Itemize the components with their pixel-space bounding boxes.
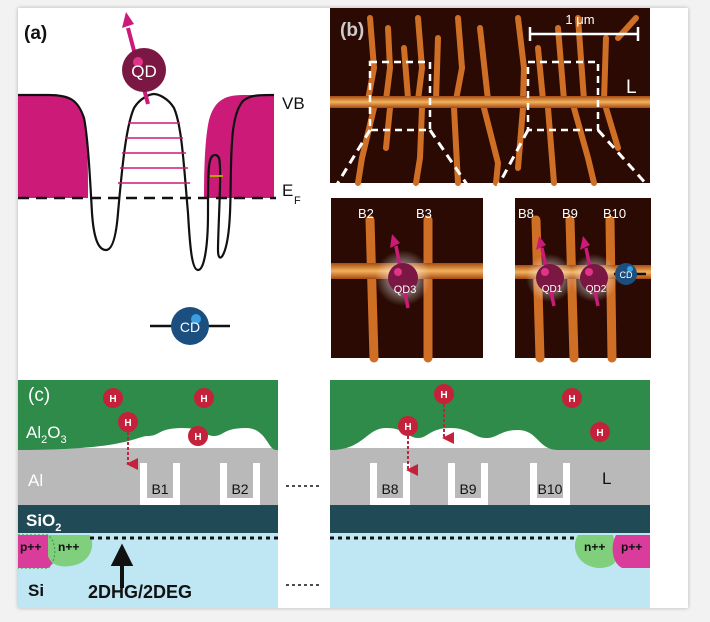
afm-main-zoom-box-right — [526, 60, 600, 132]
qd3-label: QD3 — [394, 284, 417, 296]
figure-canvas: (a) VB E F QD — [18, 8, 651, 608]
si-label: Si — [28, 581, 44, 600]
p-plus-region-right — [612, 535, 650, 568]
svg-text:H: H — [404, 422, 411, 433]
panel-c: B1 B2 p++ n++ 2DHG/2DEG (c) Al2O3 Al SiO… — [18, 380, 650, 608]
svg-text:H: H — [124, 418, 131, 429]
cd-inset-label: CD — [620, 270, 633, 280]
qd2-dot: QD2 — [570, 236, 618, 307]
sio2-label: SiO2 — [26, 511, 61, 534]
qd-energy-levels — [118, 122, 190, 184]
qd1-dot: QD1 — [526, 236, 574, 307]
panel-c-label: (c) — [28, 385, 50, 406]
vb-label: VB — [282, 94, 305, 113]
hydrogen-atom-diffusing: H — [434, 384, 454, 444]
hydrogen-atoms: H H H H H H H H — [103, 384, 610, 476]
gate-label-c-b10: B10 — [538, 481, 563, 497]
sio2-layer-left — [18, 505, 278, 533]
afm-main-zoom-box-left — [368, 60, 432, 132]
scale-bar — [528, 27, 640, 41]
channel-label: 2DHG/2DEG — [88, 582, 192, 602]
svg-text:H: H — [109, 394, 116, 405]
panel-b-label: (b) — [340, 20, 364, 41]
lead-label-b: L — [626, 77, 637, 98]
svg-text:H: H — [200, 394, 207, 405]
zoom-connector-lines — [334, 129, 650, 187]
ef-label: E — [282, 181, 293, 200]
n-plus-region-right — [574, 535, 618, 568]
n-plus-label-right: n++ — [584, 540, 605, 554]
ef-subscript: F — [294, 195, 301, 207]
cd-dot-inset: CD — [614, 263, 646, 285]
gate-label-c-b2: B2 — [231, 481, 248, 497]
gate-label-b9: B9 — [562, 206, 578, 221]
hydrogen-atom: H — [188, 426, 208, 446]
afm-main-gate-wires — [355, 15, 639, 186]
figure: (a) VB E F QD — [18, 8, 688, 608]
cd-symbol: CD — [150, 307, 230, 345]
scale-bar-label: 1 μm — [565, 12, 594, 27]
stack-right: B8 B9 B10 L n++ p++ — [330, 380, 650, 608]
al2o3-label: Al2O3 — [26, 423, 67, 446]
panel-a-label: (a) — [24, 23, 47, 44]
qd1-label: QD1 — [542, 284, 563, 295]
cd-label: CD — [180, 319, 200, 335]
p-plus-label-right: p++ — [621, 540, 642, 554]
gate-label-b10: B10 — [603, 206, 626, 221]
valence-band-left-fill — [18, 95, 88, 198]
channel-arrow — [110, 543, 134, 588]
qd-symbol: QD — [122, 12, 166, 105]
valence-band-right-fill — [204, 95, 274, 198]
hydrogen-atom: H — [590, 422, 610, 442]
n-plus-region-left — [48, 535, 93, 567]
gate-label-b8: B8 — [518, 206, 534, 221]
svg-text:H: H — [596, 428, 603, 439]
svg-text:H: H — [440, 390, 447, 401]
svg-text:H: H — [568, 394, 575, 405]
stack-left: B1 B2 p++ n++ 2DHG/2DEG (c) Al2O3 Al SiO… — [18, 380, 278, 608]
qd-label: QD — [131, 62, 157, 81]
panel-b: 1 μm (b) L B2 B3 QD3 — [330, 8, 651, 363]
qd2-label: QD2 — [586, 284, 607, 295]
sio2-layer-right — [330, 505, 650, 533]
gate-label-c-b1: B1 — [151, 481, 168, 497]
p-plus-region-left — [18, 535, 55, 568]
gate-trenches-left — [140, 463, 260, 505]
band-edge-line — [18, 92, 275, 272]
panel-a: (a) VB E F QD — [18, 12, 305, 345]
hydrogen-atom: H — [562, 388, 582, 408]
n-plus-label-left: n++ — [58, 540, 79, 554]
al-layer-left — [18, 448, 278, 505]
p-plus-label-left: p++ — [20, 540, 41, 554]
hydrogen-atom: H — [194, 388, 214, 408]
gate-label-c-b8: B8 — [381, 481, 398, 497]
qd3-dot: QD3 — [375, 234, 431, 309]
gate-label-b2: B2 — [358, 206, 374, 221]
gate-label-b3: B3 — [416, 206, 432, 221]
lead-label-c: L — [602, 469, 611, 488]
al-label: Al — [28, 471, 43, 490]
hydrogen-atom-diffusing: H — [398, 416, 418, 476]
gate-label-c-b9: B9 — [459, 481, 476, 497]
afm-main-lead-wire — [330, 96, 650, 108]
al-layer-right — [330, 448, 650, 505]
svg-text:H: H — [194, 432, 201, 443]
hydrogen-atom: H — [103, 388, 123, 408]
hydrogen-atom-diffusing: H — [118, 412, 138, 470]
